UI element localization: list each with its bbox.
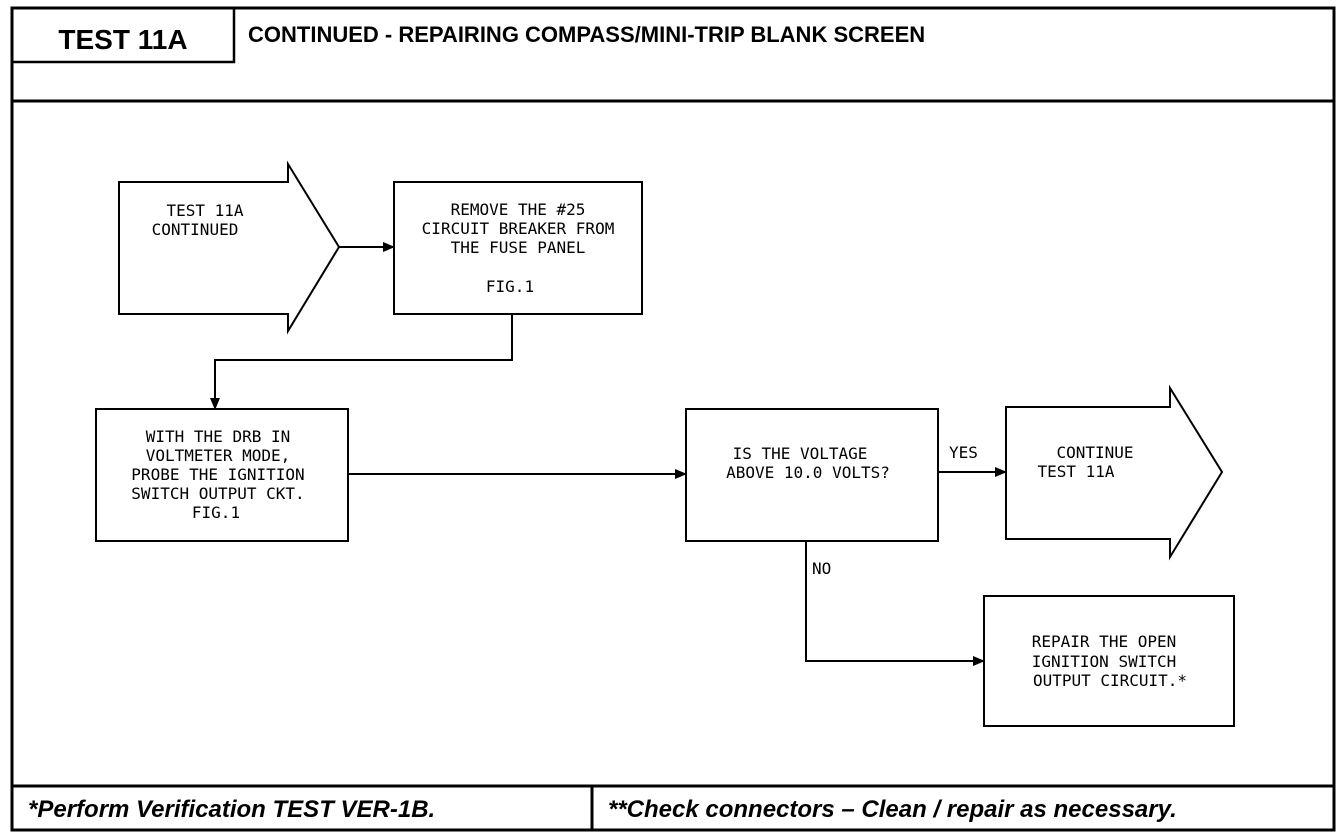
probe-box-line-1: WITH THE DRB IN: [146, 427, 291, 446]
decision-box-line-1: IS THE VOLTAGE: [733, 444, 868, 463]
connector-remove-to-probe: [210, 314, 513, 410]
start-arrow-line-1: TEST 11A: [166, 201, 243, 220]
repair-box-line-1: REPAIR THE OPEN: [1032, 632, 1177, 651]
connector-no: [805, 541, 985, 666]
continue-arrow-shape: [1005, 384, 1224, 561]
probe-box-line-5: FIG.1: [192, 503, 240, 522]
probe-box-line-4: SWITCH OUTPUT CKT.: [131, 484, 304, 503]
start-arrow-line-2: CONTINUED: [152, 220, 239, 239]
remove-box-line-2: CIRCUIT BREAKER FROM: [422, 219, 615, 238]
remove-box-fig: FIG.1: [486, 277, 534, 296]
page-title: CONTINUED - REPAIRING COMPASS/MINI-TRIP …: [248, 22, 925, 47]
continue-arrow-line-1: CONTINUE: [1056, 443, 1133, 462]
repair-box-line-2: IGNITION SWITCH: [1032, 652, 1177, 671]
probe-box-line-3: PROBE THE IGNITION: [131, 465, 304, 484]
no-label: NO: [812, 559, 831, 578]
probe-box-line-2: VOLTMETER MODE,: [146, 446, 291, 465]
remove-box-line-3: THE FUSE PANEL: [451, 238, 586, 257]
yes-label: YES: [949, 443, 978, 462]
header: TEST 11A CONTINUED - REPAIRING COMPASS/M…: [10, 6, 1334, 103]
decision-box-line-2: ABOVE 10.0 VOLTS?: [726, 463, 890, 482]
flowchart-text: TEST 11A CONTINUED REMOVE THE #25 CIRCUI…: [131, 200, 1187, 690]
repair-box-line-3: OUTPUT CIRCUIT.*: [1033, 671, 1187, 690]
continue-arrow-line-2: TEST 11A: [1037, 462, 1114, 481]
footer-right-note: **Check connectors – Clean / repair as n…: [608, 796, 1177, 823]
flowchart: [95, 160, 1235, 727]
test-id-box: [10, 6, 236, 64]
remove-box-line-1: REMOVE THE #25: [451, 200, 586, 219]
outer-border: [10, 6, 1336, 832]
footer-left-note: *Perform Verification TEST VER-1B.: [28, 796, 435, 823]
start-arrow-shape: [118, 160, 341, 335]
test-id-label: TEST 11A: [58, 24, 187, 55]
footer: *Perform Verification TEST VER-1B. **Che…: [12, 784, 1334, 830]
